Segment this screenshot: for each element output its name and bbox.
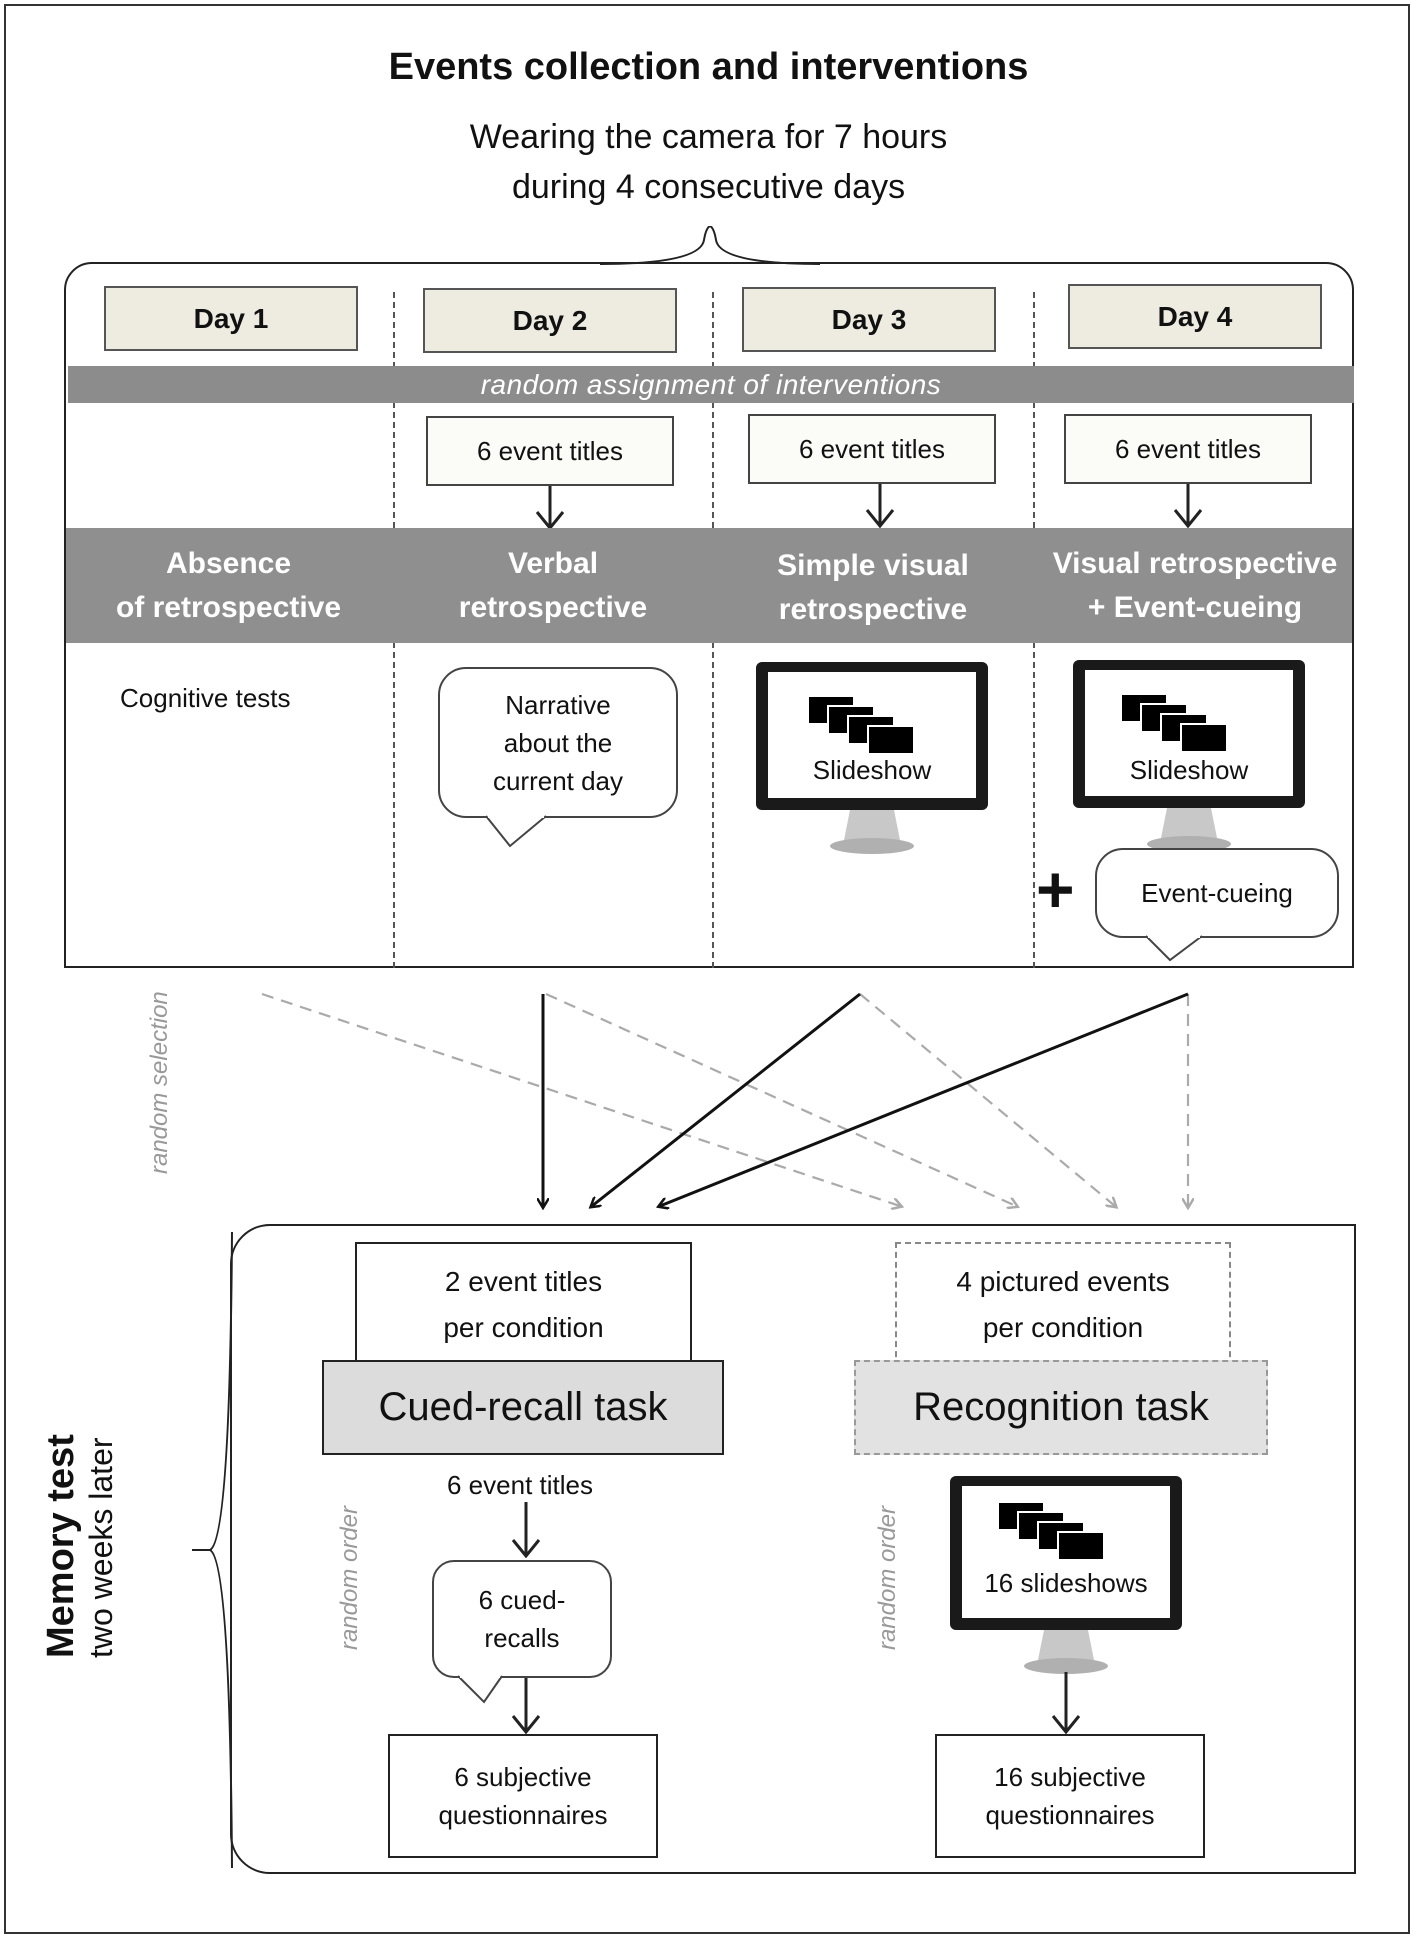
dashed-arrow: [545, 992, 1016, 1206]
day-3-box: Day 3: [742, 287, 996, 352]
slideshows-label: 16 slideshows: [984, 1568, 1148, 1598]
random-order-label: random order: [336, 1505, 363, 1651]
cued-recall-task-box: Cued-recall task: [322, 1360, 724, 1455]
brace-icon: [600, 226, 820, 265]
plus-icon: +: [1036, 852, 1075, 926]
box-line-1: 16 subjective: [994, 1762, 1146, 1792]
bubble-line-3: current day: [492, 765, 624, 796]
dashed-arrow: [261, 992, 900, 1206]
condition-line-2: of retrospective: [115, 590, 342, 624]
random-order-label: random order: [874, 1505, 901, 1651]
day-2-box: Day 2: [423, 288, 677, 353]
bubble-tail: [486, 814, 547, 848]
box-line-2: per condition: [443, 1311, 604, 1343]
intervention-band: [66, 528, 1352, 643]
box-line-1: 2 event titles: [444, 1265, 603, 1297]
selection-arrows: [261, 992, 1417, 1220]
memory-test-sub: two weeks later: [83, 1437, 119, 1658]
memory-test-label: Memory test: [40, 1434, 82, 1658]
subtitle-line-2: during 4 consecutive days: [511, 168, 906, 206]
slideshow-label-day-3: Slideshow: [812, 755, 932, 785]
bubble-tail: [457, 1674, 503, 1704]
recognition-task-box: Recognition task: [854, 1360, 1268, 1455]
dashed-arrow: [859, 993, 1115, 1206]
event-titles-box-day-3: 6 event titles: [748, 414, 996, 484]
cognitive-tests-label: Cognitive tests: [120, 683, 291, 713]
cued-recall-questionnaires-box: 6 subjective questionnaires: [388, 1734, 658, 1858]
recognition-selection-box: 4 pictured events per condition: [895, 1242, 1231, 1367]
bubble-line-2: recalls: [484, 1623, 560, 1653]
event-titles-box-day-2: 6 event titles: [426, 416, 674, 486]
condition-visual-event-cueing: Visual retrospective + Event-cueing: [1036, 528, 1354, 643]
condition-line-1: Verbal: [507, 546, 599, 580]
event-cueing-bubble: Event-cueing: [1095, 848, 1339, 938]
day-1-box: Day 1: [104, 286, 358, 351]
recognition-questionnaires-box: 16 subjective questionnaires: [935, 1734, 1205, 1858]
condition-line-2: retrospective: [778, 592, 968, 626]
condition-line-1: Simple visual: [777, 548, 969, 582]
arrow-down-icon: [535, 486, 565, 530]
slideshow-label-day-4: Slideshow: [1129, 755, 1249, 785]
monitor-icon: [1073, 660, 1305, 852]
arrow-down-icon: [1051, 1672, 1081, 1734]
monitor-icon: [756, 662, 988, 854]
cued-recall-selection-box: 2 event titles per condition: [355, 1242, 692, 1367]
arrow-down-icon: [511, 1502, 541, 1558]
speech-bubble-icon: 6 cued- recalls: [432, 1560, 612, 1678]
box-line-2: per condition: [982, 1311, 1144, 1343]
memory-test-panel: [230, 1224, 1356, 1874]
monitor-icon: [950, 1476, 1182, 1674]
condition-line-1: Visual retrospective: [1052, 546, 1338, 580]
brace-icon: [192, 1231, 233, 1869]
memory-test-title: Memory test two weeks later: [40, 1434, 120, 1658]
subtitle-line-1: Wearing the camera for 7 hours: [469, 118, 948, 156]
bubble-line-2: about the: [503, 727, 613, 758]
condition-line-1: Absence: [165, 546, 292, 580]
condition-simple-visual: Simple visual retrospective: [715, 530, 1031, 645]
condition-line-2: + Event-cueing: [1087, 590, 1303, 624]
arrow-down-icon: [511, 1678, 541, 1734]
cued-recall-event-titles: 6 event titles: [447, 1470, 593, 1500]
box-line-1: 4 pictured events: [956, 1265, 1170, 1297]
speech-bubble-icon: Narrative about the current day: [438, 667, 678, 818]
box-line-2: questionnaires: [985, 1800, 1155, 1830]
bubble-tail: [1146, 934, 1203, 962]
day-4-box: Day 4: [1068, 284, 1322, 349]
box-line-1: 6 subjective: [454, 1762, 592, 1792]
arrow-down-icon: [1173, 484, 1203, 528]
interventions-panel: [64, 262, 1354, 968]
bubble-line-1: Narrative: [505, 689, 611, 720]
condition-verbal: Verbal retrospective: [395, 528, 711, 643]
condition-absence: Absence of retrospective: [66, 528, 391, 643]
figure-title: Events collection and interventions: [388, 46, 1029, 88]
solid-arrow: [592, 992, 861, 1206]
event-titles-box-day-4: 6 event titles: [1064, 414, 1312, 484]
box-line-2: questionnaires: [438, 1800, 608, 1830]
bubble-line-1: 6 cued-: [478, 1585, 566, 1615]
arrow-down-icon: [865, 484, 895, 528]
solid-arrow: [660, 992, 1189, 1206]
random-assignment-bar: random assignment of interventions: [68, 366, 1354, 403]
random-selection-label: random selection: [146, 991, 173, 1174]
condition-line-2: retrospective: [458, 590, 648, 624]
figure-frame: [4, 4, 1410, 1934]
